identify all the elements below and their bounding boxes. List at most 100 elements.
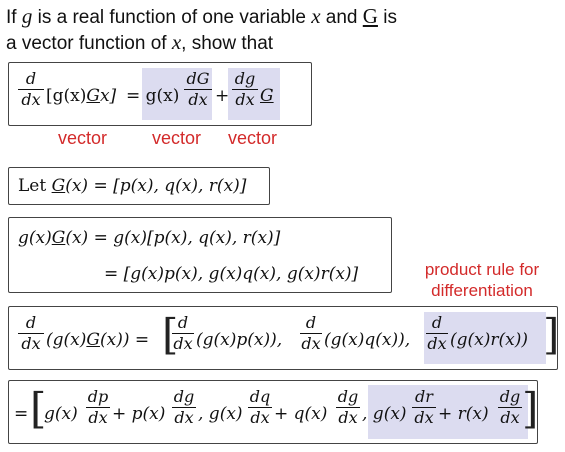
denominator: dx	[414, 408, 434, 427]
var-g: g	[21, 4, 33, 28]
vector-G-factor: G	[260, 86, 274, 106]
rhs-g-of-x: = g(x)	[126, 86, 179, 106]
vector-G: G	[51, 228, 66, 248]
text: =	[14, 404, 29, 424]
term-g: g(x)	[44, 404, 78, 424]
text: (g(x)p(x)),	[196, 330, 283, 350]
text: is a real function of one variable	[32, 7, 312, 28]
fraction-bar	[412, 407, 436, 408]
note-line-2: differentiation	[431, 281, 533, 300]
term-q: + q(x)	[274, 404, 327, 424]
text: (x)) =	[99, 330, 150, 350]
var-x: x	[171, 30, 182, 54]
text: g(x)	[44, 404, 78, 424]
denominator: dx	[21, 334, 41, 353]
component-r: (g(x)r(x))	[450, 330, 528, 350]
numerator: d	[25, 313, 37, 332]
denominator: dx	[338, 408, 358, 427]
text: , g(x)	[198, 404, 243, 424]
problem-statement: If g is a real function of one variable …	[6, 4, 406, 56]
d-dx-operator: d dx	[18, 70, 44, 109]
statement-line-2: a vector function of x, show that	[6, 30, 406, 56]
text: If	[6, 7, 22, 28]
numerator: dr	[415, 387, 433, 406]
component-p: (g(x)p(x)),	[196, 330, 282, 350]
dq-dx-fraction: dq dx	[248, 388, 272, 427]
definition-box	[8, 167, 270, 205]
term-r: + r(x)	[438, 404, 489, 424]
label-vector-right: vector	[228, 128, 278, 148]
highlight-r-result	[368, 385, 528, 439]
fraction-bar	[498, 407, 522, 408]
numerator: dg	[499, 387, 521, 406]
var-x: x	[311, 4, 321, 28]
text: = g(x)	[126, 86, 180, 106]
lhs-bracket-term: [g(x)Gx]	[46, 86, 116, 106]
fraction-bar	[184, 89, 212, 90]
dr-dx-fraction: dr dx	[412, 388, 436, 427]
left-bracket: [	[162, 310, 179, 359]
text: and	[320, 7, 363, 28]
text: , g(x)	[362, 404, 407, 424]
denominator: dx	[88, 408, 108, 427]
numerator: dp	[87, 387, 109, 406]
lhs-derivative: (g(x)G(x)) =	[46, 330, 149, 350]
fraction-bar	[18, 89, 44, 90]
denominator: dx	[250, 408, 270, 427]
text: +	[215, 86, 230, 106]
equals-sign: =	[14, 404, 28, 424]
text: + r(x)	[438, 404, 489, 424]
text: (x) = g(x)[p(x), q(x), r(x)]	[65, 228, 281, 248]
fraction-bar	[336, 407, 360, 408]
denominator: dx	[173, 334, 193, 353]
text: (g(x)q(x)),	[324, 330, 411, 350]
denominator: dx	[427, 334, 447, 353]
numerator: dq	[249, 387, 271, 406]
var-G: G	[362, 4, 378, 28]
numerator: dg	[337, 387, 359, 406]
text: = [g(x)p(x), g(x)q(x), g(x)r(x)]	[104, 264, 359, 284]
denominator: dx	[174, 408, 194, 427]
right-bracket: ]	[543, 310, 560, 359]
product-rule-note: product rule for differentiation	[412, 259, 552, 301]
text: a vector function of	[6, 33, 172, 54]
label-vector-lhs: vector	[58, 128, 108, 148]
left-bracket: [	[30, 384, 47, 433]
text: (g(x)r(x))	[450, 330, 528, 350]
vector-G: G	[260, 86, 274, 106]
text: is	[377, 7, 397, 28]
fraction-bar	[86, 407, 110, 408]
term-p: + p(x)	[112, 404, 165, 424]
text: [g(x)	[46, 86, 87, 106]
definition-text: Let G(x) = [p(x), q(x), r(x)]	[18, 176, 246, 196]
numerator: d	[25, 69, 37, 88]
dp-dx-fraction: dp dx	[86, 388, 110, 427]
dg-dx-fraction: dg dx	[336, 388, 360, 427]
highlight-dg-term	[228, 68, 280, 120]
expansion-box	[8, 217, 392, 293]
vector-G: G	[86, 86, 100, 106]
fraction-bar	[232, 89, 258, 90]
highlight-r-term	[424, 312, 546, 364]
text: + p(x)	[112, 404, 166, 424]
denominator: dx	[301, 334, 321, 353]
numerator: d	[431, 313, 443, 332]
numerator: d	[177, 313, 189, 332]
vector-G: G	[51, 176, 66, 196]
statement-line-1: If g is a real function of one variable …	[6, 4, 406, 30]
text: g(x)	[18, 228, 52, 248]
note-line-1: product rule for	[424, 260, 540, 279]
text: x]	[99, 86, 117, 106]
fraction-bar	[426, 333, 448, 334]
denominator: dx	[21, 90, 41, 109]
text: (g(x)	[46, 330, 87, 350]
expansion-line-2: = [g(x)p(x), g(x)q(x), g(x)r(x)]	[104, 264, 358, 284]
plus-sign: +	[215, 86, 229, 106]
term-g: , g(x)	[198, 404, 243, 424]
fraction-bar	[172, 333, 194, 334]
denominator: dx	[188, 90, 208, 109]
